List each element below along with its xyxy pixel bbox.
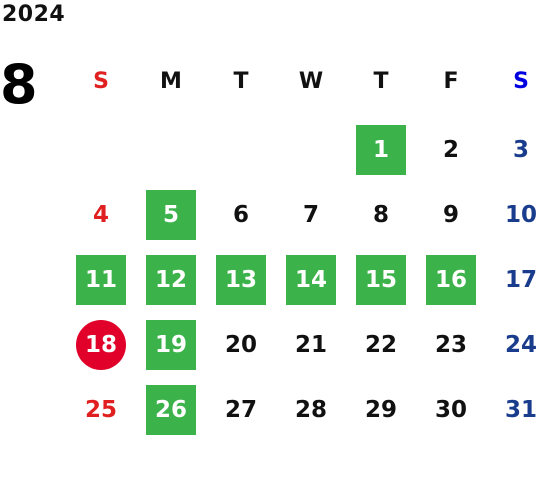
- weekday-header-wed: W: [298, 68, 324, 94]
- weekday-header-tue: T: [233, 68, 249, 94]
- month-label: 8: [0, 53, 38, 116]
- day-cell-31[interactable]: 31: [504, 397, 537, 423]
- day-cell-4[interactable]: 4: [92, 202, 109, 228]
- day-cell-28[interactable]: 28: [294, 397, 327, 423]
- day-cell-30[interactable]: 30: [434, 397, 467, 423]
- day-cell-16[interactable]: 16: [426, 255, 476, 305]
- day-cell-14[interactable]: 14: [286, 255, 336, 305]
- day-cell-24[interactable]: 24: [504, 332, 537, 358]
- day-cell-29[interactable]: 29: [364, 397, 397, 423]
- day-cell-3[interactable]: 3: [512, 137, 529, 163]
- weekday-header-sat: S: [513, 68, 529, 94]
- weekday-header-fri: F: [443, 68, 459, 94]
- day-cell-9[interactable]: 9: [442, 202, 459, 228]
- day-cell-25[interactable]: 25: [84, 397, 117, 423]
- year-label: 2024: [2, 2, 66, 27]
- day-cell-20[interactable]: 20: [224, 332, 257, 358]
- day-cell-1[interactable]: 1: [356, 125, 406, 175]
- day-cell-10[interactable]: 10: [504, 202, 537, 228]
- weekday-header-sun: S: [93, 68, 109, 94]
- day-cell-15[interactable]: 15: [356, 255, 406, 305]
- day-cell-26[interactable]: 26: [146, 385, 196, 435]
- day-cell-8[interactable]: 8: [372, 202, 389, 228]
- day-cell-27[interactable]: 27: [224, 397, 257, 423]
- day-cell-13[interactable]: 13: [216, 255, 266, 305]
- weekday-header-thu: T: [373, 68, 389, 94]
- day-cell-22[interactable]: 22: [364, 332, 397, 358]
- day-cell-17[interactable]: 17: [504, 267, 537, 293]
- day-cell-18[interactable]: 18: [76, 320, 126, 370]
- weekday-header-mon: M: [160, 68, 182, 94]
- day-cell-2[interactable]: 2: [442, 137, 459, 163]
- day-cell-5[interactable]: 5: [146, 190, 196, 240]
- day-cell-12[interactable]: 12: [146, 255, 196, 305]
- day-cell-23[interactable]: 23: [434, 332, 467, 358]
- day-cell-11[interactable]: 11: [76, 255, 126, 305]
- day-cell-6[interactable]: 6: [232, 202, 249, 228]
- day-cell-7[interactable]: 7: [302, 202, 319, 228]
- day-cell-19[interactable]: 19: [146, 320, 196, 370]
- day-cell-21[interactable]: 21: [294, 332, 327, 358]
